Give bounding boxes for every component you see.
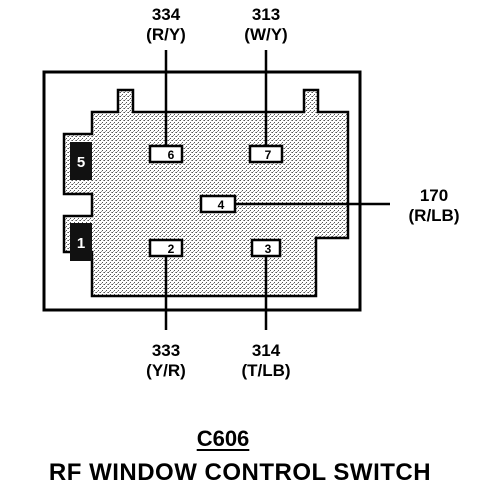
circuit-number: 313: [251, 5, 281, 24]
pin-6-cavity: [148, 144, 184, 164]
connector-id: C606: [196, 426, 250, 451]
wire-color: (W/Y): [244, 25, 288, 44]
circuit-number: 334: [151, 5, 181, 24]
wire-color: (Y/R): [146, 361, 186, 380]
pin-3-cavity: [250, 238, 282, 258]
wire-label-pin-3: 314 (T/LB): [226, 341, 306, 381]
pin-7-cavity: [248, 144, 284, 164]
side-pin-1-block: [70, 223, 92, 261]
pin-6-number: 6: [168, 148, 175, 162]
circuit-number: 333: [151, 341, 181, 360]
pin-2-cavity: [148, 238, 184, 258]
connector-face: [62, 88, 350, 298]
pin-2-number: 2: [168, 242, 175, 256]
wire-label-pin-7: 313 (W/Y): [226, 5, 306, 45]
pin-3-number: 3: [265, 242, 272, 256]
circuit-number: 314: [251, 341, 281, 360]
wire-color: (T/LB): [241, 361, 291, 380]
pin-4-cavity: [199, 194, 237, 214]
wire-color: (R/LB): [408, 206, 460, 225]
side-pin-5-label: 5: [77, 154, 85, 171]
side-pin-5-block: [70, 142, 92, 180]
wire-label-pin-6: 334 (R/Y): [126, 5, 206, 45]
pin-4-number: 4: [218, 198, 225, 212]
circuit-number: 170: [419, 186, 449, 205]
wire-color: (R/Y): [146, 25, 186, 44]
wire-label-pin-4: 170 (R/LB): [392, 186, 476, 226]
pin-7-number: 7: [265, 148, 272, 162]
component-name: RF WINDOW CONTROL SWITCH: [48, 459, 432, 486]
wire-label-pin-2: 333 (Y/R): [126, 341, 206, 381]
side-pin-1-label: 1: [77, 235, 85, 252]
